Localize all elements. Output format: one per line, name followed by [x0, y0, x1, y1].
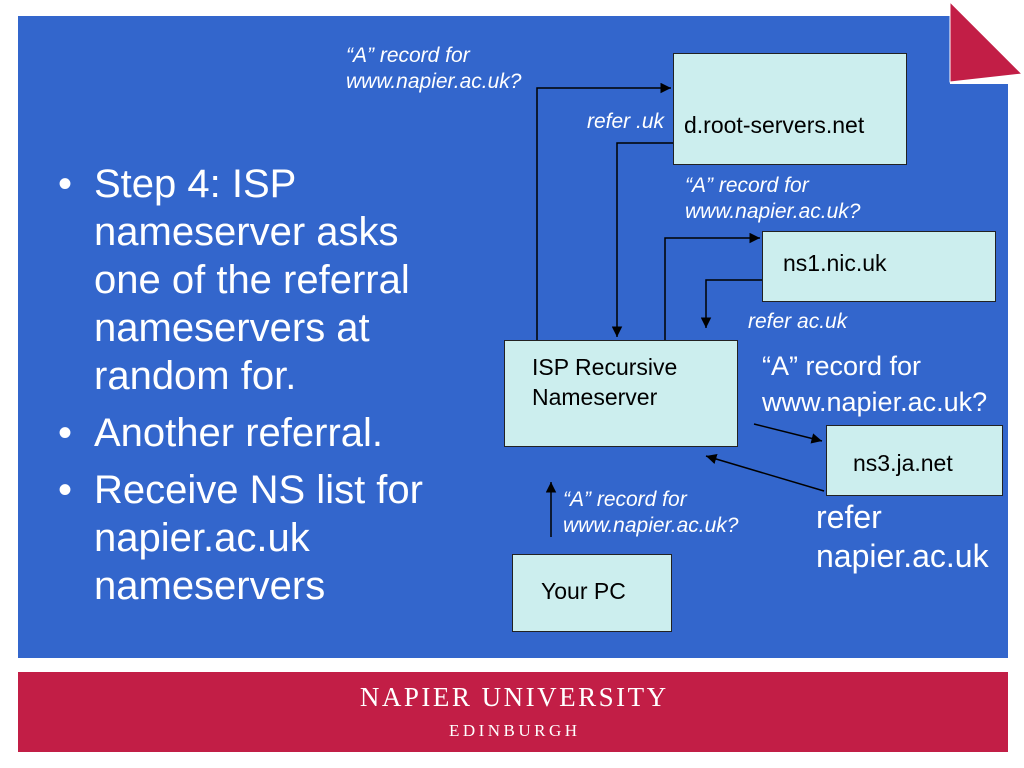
label-line: www.napier.ac.uk? [762, 387, 988, 417]
ns3-server-box: ns3.ja.net [826, 425, 1003, 496]
query-pc-label: “A” record for www.napier.ac.uk? [563, 487, 738, 539]
refer-napier-label: refer napier.ac.uk [816, 498, 989, 576]
bullet-text: Step 4: ISP nameserver asks one of the r… [94, 160, 458, 400]
bullet-item: • Another referral. [58, 409, 458, 457]
refer-uk-label: refer .uk [587, 109, 664, 135]
label-line: www.napier.ac.uk? [563, 514, 739, 537]
query-ns3-label: “A” record for www.napier.ac.uk? [762, 348, 987, 420]
refer-acuk-label: refer ac.uk [748, 309, 847, 335]
your-pc-label: Your PC [541, 578, 626, 604]
bullet-line: napier.ac.uk [94, 516, 310, 560]
query-ns1-label: “A” record for www.napier.ac.uk? [685, 173, 860, 225]
bullet-line: Another referral. [94, 411, 384, 455]
query-root-label: “A” record for www.napier.ac.uk? [346, 43, 521, 95]
bullet-line: nameservers at [94, 306, 370, 350]
ns1-server-label: ns1.nic.uk [783, 250, 887, 276]
label-line: refer .uk [587, 110, 665, 133]
isp-label-line: Nameserver [532, 384, 658, 410]
isp-nameserver-box: ISP Recursive Nameserver [504, 340, 738, 447]
isp-label-line: ISP Recursive [532, 354, 678, 380]
label-line: “A” record for [346, 44, 470, 67]
label-line: napier.ac.uk [816, 538, 989, 574]
bullet-list: • Step 4: ISP nameserver asks one of the… [58, 160, 458, 619]
label-line: “A” record for [762, 351, 922, 381]
root-server-label: d.root-servers.net [684, 112, 865, 138]
bullet-item: • Step 4: ISP nameserver asks one of the… [58, 160, 458, 400]
label-line: “A” record for [563, 488, 687, 511]
bullet-marker: • [58, 468, 73, 512]
bullet-line: nameservers [94, 564, 326, 608]
bullet-line: one of the referral [94, 258, 410, 302]
isp-nameserver-label: ISP Recursive Nameserver [532, 352, 677, 412]
bullet-line: Step 4: ISP [94, 162, 297, 206]
ns1-server-box: ns1.nic.uk [762, 231, 996, 302]
label-line: refer ac.uk [748, 310, 848, 333]
bullet-marker: • [58, 411, 73, 455]
label-line: www.napier.ac.uk? [346, 70, 522, 93]
bullet-marker: • [58, 162, 73, 206]
bullet-text: Another referral. [94, 409, 458, 457]
bullet-line: Receive NS list for [94, 468, 423, 512]
label-line: refer [816, 499, 882, 535]
root-server-box: d.root-servers.net [673, 53, 907, 165]
bullet-line: nameserver asks [94, 210, 399, 254]
your-pc-box: Your PC [512, 554, 672, 632]
bullet-item: • Receive NS list for napier.ac.uk names… [58, 466, 458, 610]
label-line: www.napier.ac.uk? [685, 200, 861, 223]
bullet-text: Receive NS list for napier.ac.uk nameser… [94, 466, 458, 610]
label-line: “A” record for [685, 174, 809, 197]
ns3-server-label: ns3.ja.net [853, 450, 953, 476]
university-name: NAPIER UNIVERSITY [359, 682, 669, 712]
footer-band: NAPIER UNIVERSITY EDINBURGH [18, 672, 1008, 752]
bullet-line: random for. [94, 354, 297, 398]
corner-cutout [950, 0, 1024, 84]
university-city: EDINBURGH [448, 721, 581, 740]
